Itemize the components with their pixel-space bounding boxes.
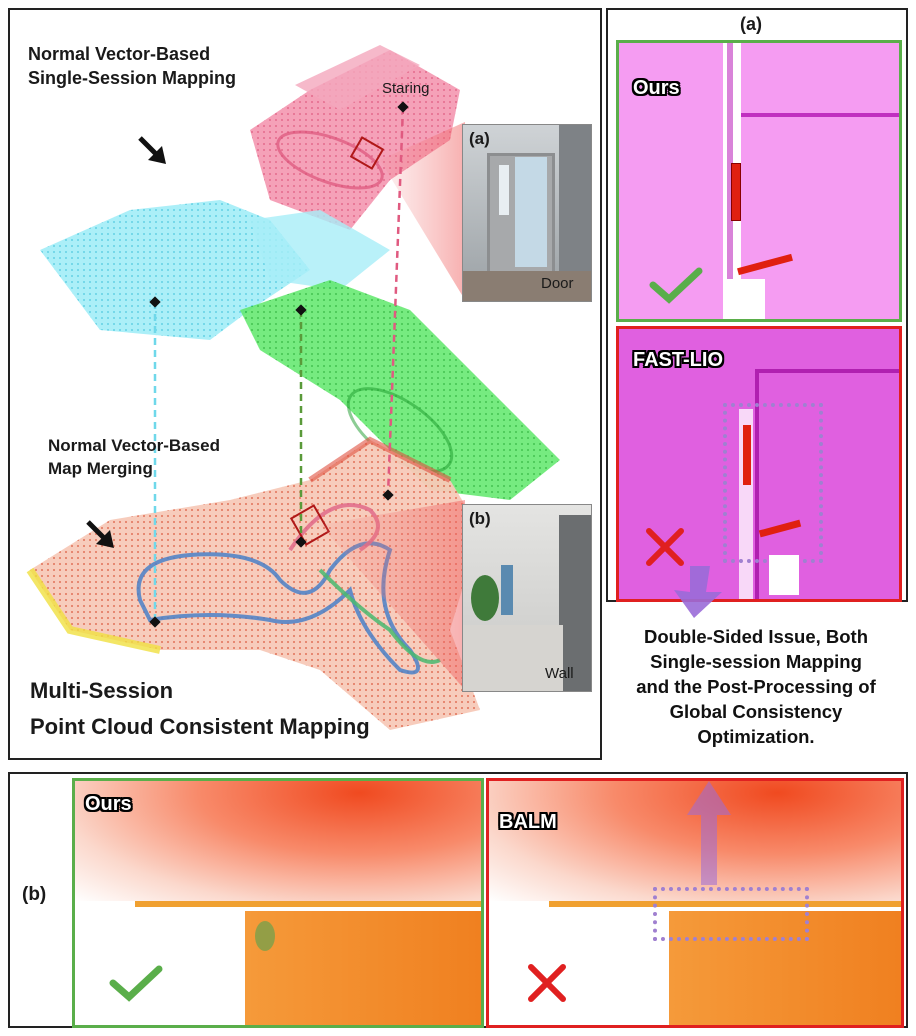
panel-b-tag: (b)	[22, 884, 46, 907]
inset-photo-wall: (b) Wall	[462, 504, 592, 692]
check-icon	[109, 963, 163, 1003]
issue-note-line2: Single-session Mapping	[596, 649, 916, 674]
ours-view-a: Ours	[616, 40, 902, 322]
merging-title-line2: Map Merging	[48, 459, 153, 479]
inset-b-label: Wall	[545, 665, 574, 683]
inset-photo-door: (a) Door	[462, 124, 592, 302]
issue-note-line1: Double-Sided Issue, Both	[596, 624, 916, 649]
cross-icon	[527, 963, 567, 1003]
inset-b-tag: (b)	[469, 509, 491, 529]
arrow-icon	[140, 138, 166, 164]
issue-note-line5: Optimization.	[596, 724, 916, 749]
ours-view-b: Ours	[72, 778, 484, 1028]
single-session-title-line1: Normal Vector-Based	[28, 44, 210, 66]
panel-a-tag: (a)	[740, 14, 762, 36]
comparison-panel-a: (a) Ours FAST-LIO	[606, 8, 908, 602]
comparison-panel-b: (b) Ours BALM	[8, 772, 908, 1028]
balm-label-b: BALM	[499, 811, 557, 834]
inset-a-tag: (a)	[469, 129, 490, 149]
single-session-title-line2: Single-Session Mapping	[28, 68, 236, 90]
purple-up-arrow-icon	[679, 781, 739, 891]
caption-line1: Multi-Session	[30, 678, 173, 704]
balm-view-b: BALM	[486, 778, 904, 1028]
caption-line2: Point Cloud Consistent Mapping	[30, 714, 370, 740]
purple-down-arrow-icon	[660, 566, 740, 626]
ours-label-a: Ours	[633, 77, 680, 100]
inset-a-label: Door	[541, 275, 574, 293]
issue-note-line3: and the Post-Processing of	[596, 674, 916, 699]
check-icon	[649, 265, 703, 305]
main-panel: Normal Vector-Based Single-Session Mappi…	[8, 8, 602, 760]
fastlio-label-a: FAST-LIO	[633, 349, 723, 372]
cross-icon	[645, 527, 685, 567]
fastlio-view-a: FAST-LIO	[616, 326, 902, 602]
ours-label-b: Ours	[85, 793, 132, 816]
merging-title-line1: Normal Vector-Based	[48, 436, 220, 456]
issue-note: Double-Sided Issue, Both Single-session …	[596, 624, 916, 749]
issue-note-line4: Global Consistency	[596, 699, 916, 724]
staring-label: Staring	[382, 80, 430, 98]
